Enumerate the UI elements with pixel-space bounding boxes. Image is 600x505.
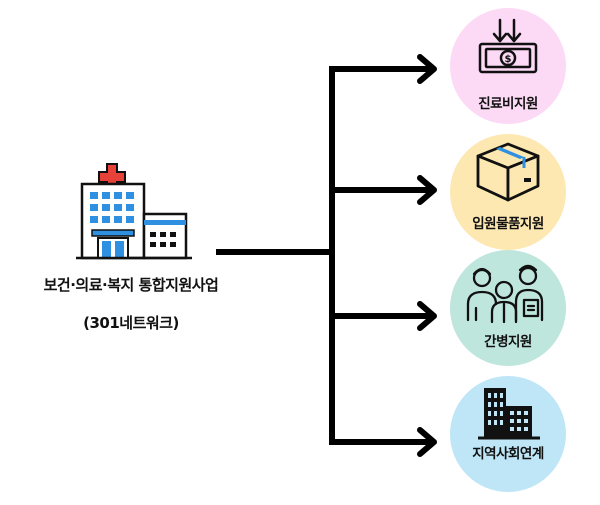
svg-text:$: $ (505, 54, 512, 65)
service-node-community: 지역사회연계 (450, 376, 566, 492)
box-icon (476, 142, 540, 202)
money-icon: $ (478, 18, 538, 74)
service-label-4: 지역사회연계 (472, 446, 544, 462)
program-subtitle: (301네트워크) (83, 314, 179, 332)
service-label-2: 입원물품지원 (472, 216, 544, 232)
arrow-head-2 (417, 175, 437, 205)
service-node-medical-cost: $ 진료비지원 (450, 8, 566, 124)
arrow-head-4 (417, 427, 437, 457)
service-label-3: 간병지원 (484, 334, 532, 350)
program-title: 보건·의료·복지 통합지원사업 (43, 276, 219, 294)
arrow-head-1 (417, 54, 437, 84)
hospital-icon (76, 163, 192, 260)
service-node-caregiving: 간병지원 (450, 250, 566, 366)
service-node-supplies: 입원물품지원 (450, 134, 566, 250)
arrow-head-3 (417, 301, 437, 331)
service-label-1: 진료비지원 (478, 96, 538, 112)
buildings-icon (478, 388, 540, 440)
caregivers-icon (466, 264, 544, 324)
